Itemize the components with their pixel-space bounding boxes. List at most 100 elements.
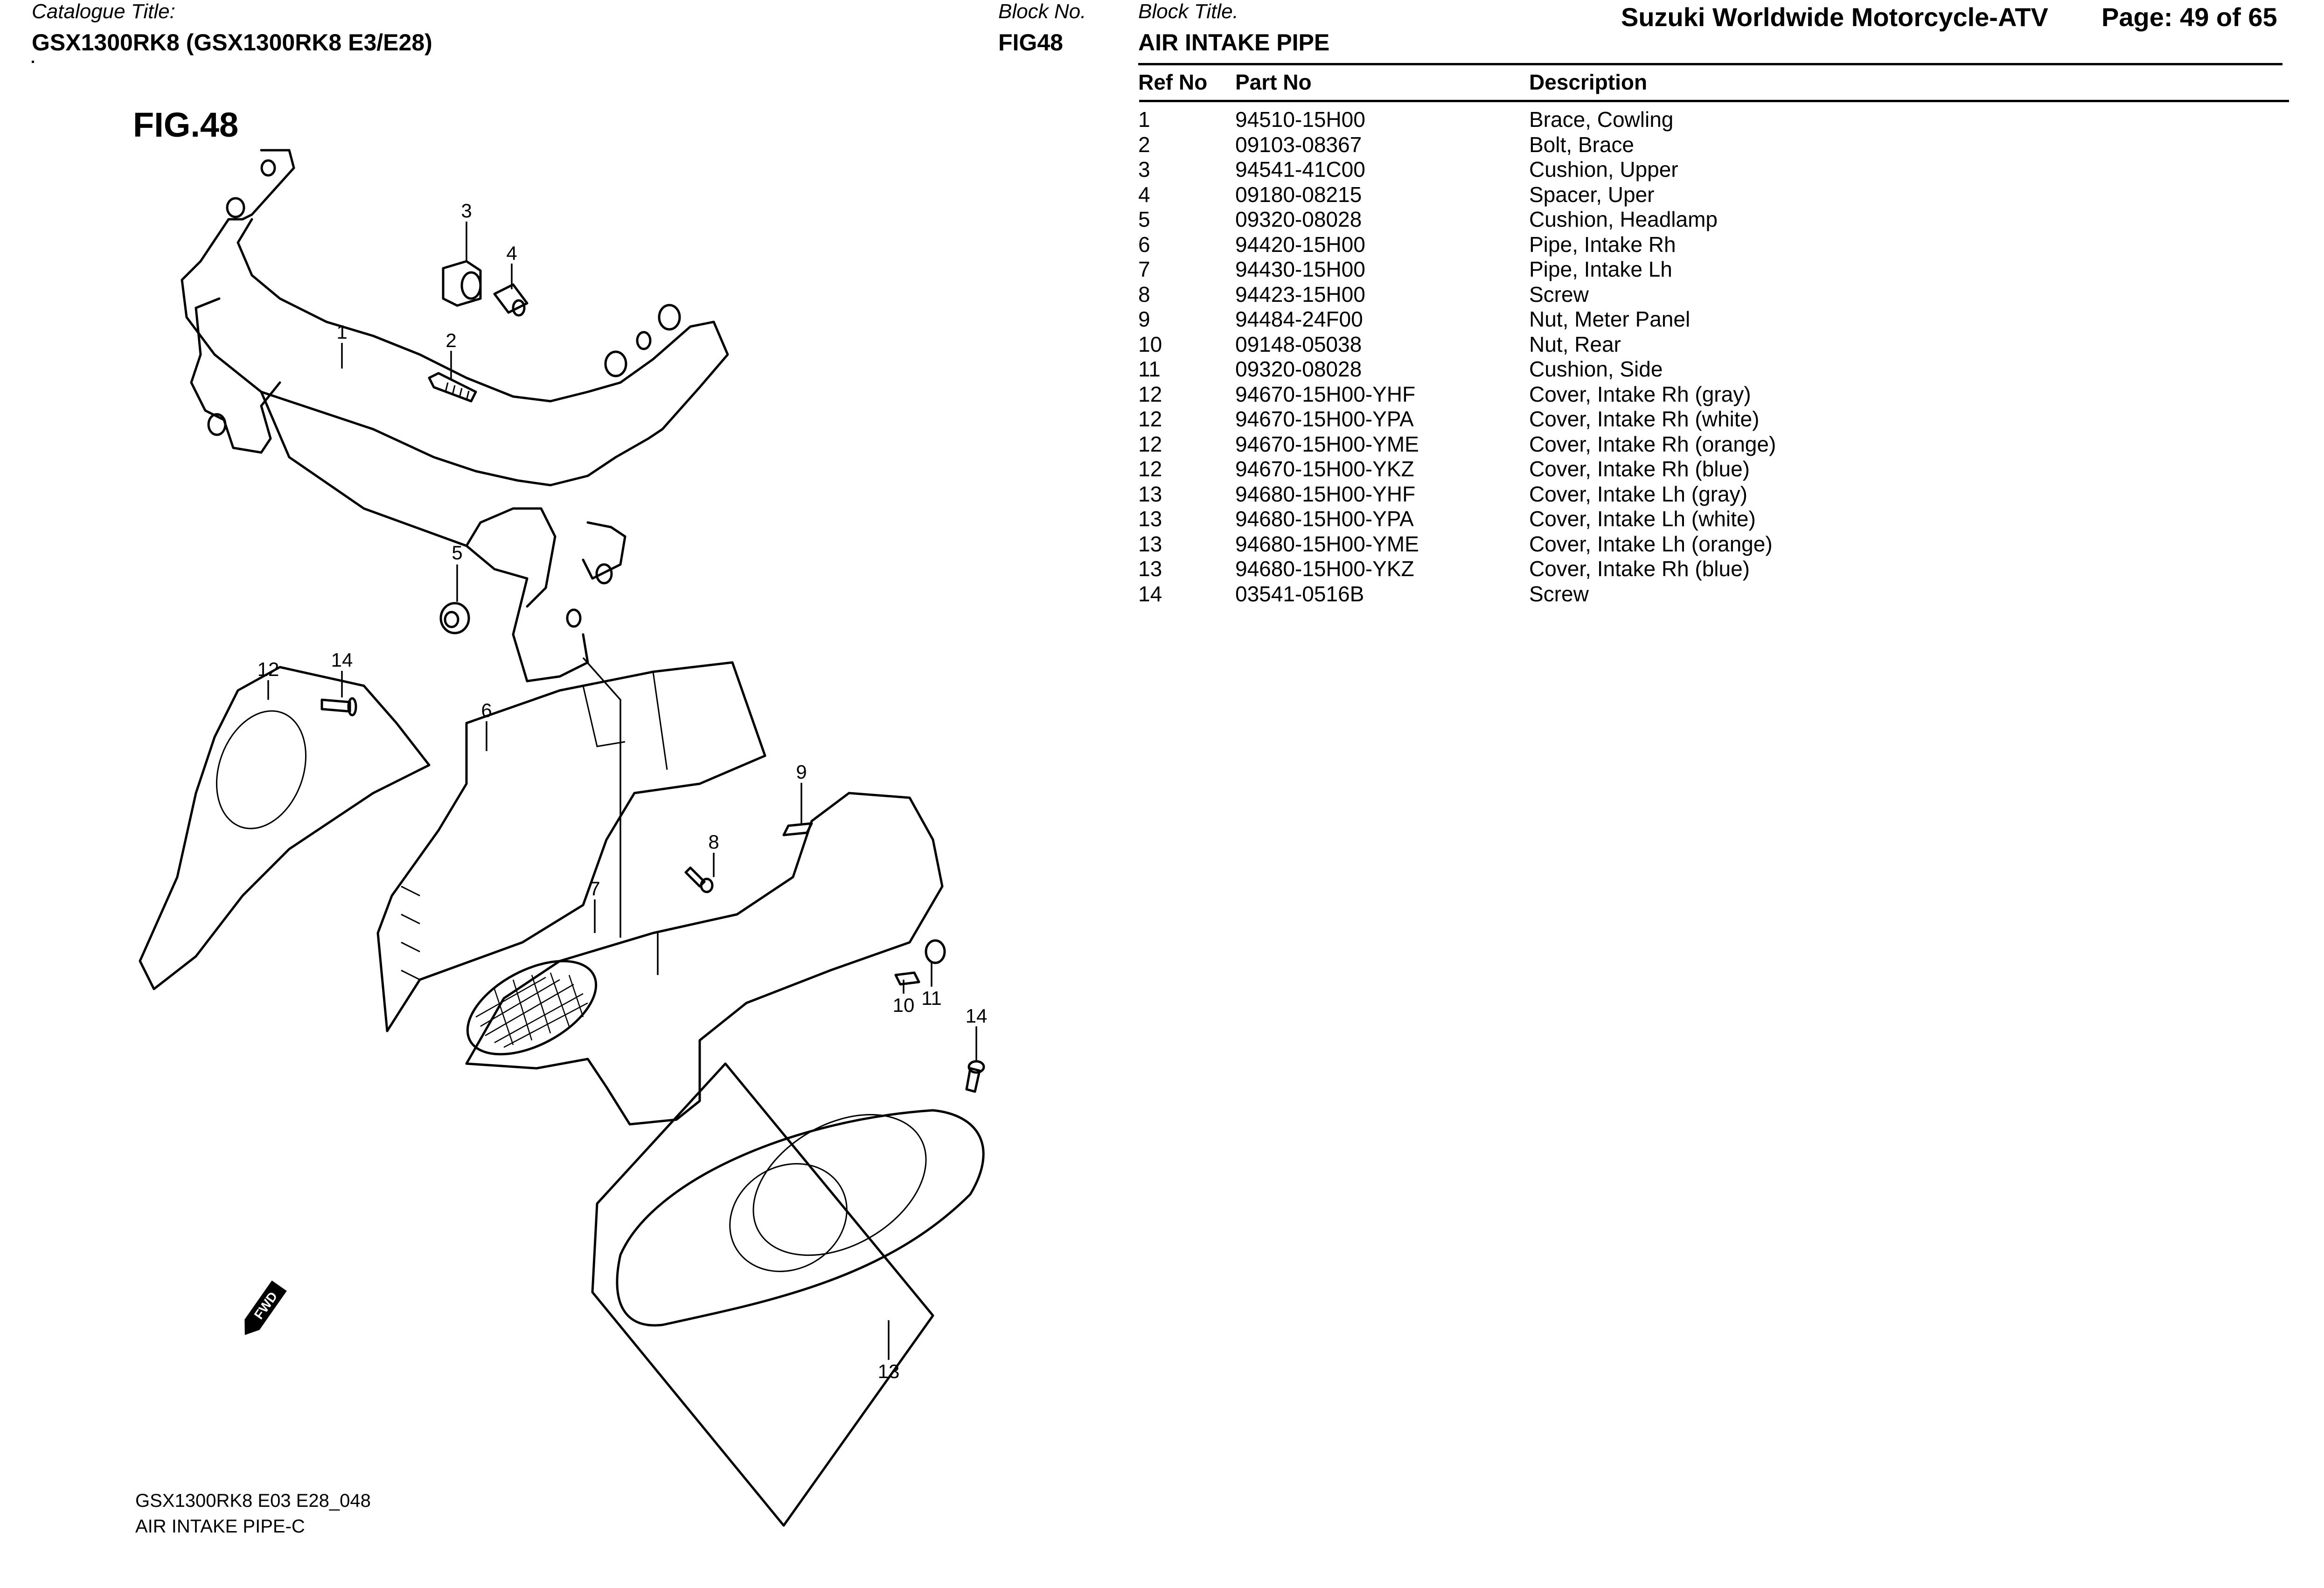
page-indicator: Page: 49 of 65 (2101, 2, 2277, 32)
ref-no-cell: 10 (1138, 332, 1162, 356)
description-cell: Cushion, Upper (1529, 157, 1678, 181)
ref-no-cell: 9 (1138, 307, 1150, 331)
part-no-cell: 03541-0516B (1235, 581, 1364, 606)
callout-8: 8 (708, 831, 719, 853)
part-no-cell: 09180-08215 (1235, 182, 1362, 207)
ref-no-cell: 11 (1138, 357, 1161, 381)
description-cell: Cover, Intake Rh (blue) (1529, 557, 1750, 581)
description-cell: Cushion, Side (1529, 357, 1663, 381)
figure-title: FIG.48 (133, 105, 239, 144)
screw-upper-drawing (320, 697, 357, 717)
cushion-side-drawing (925, 939, 946, 964)
header-rule (1138, 63, 2282, 65)
pipe-intake-rh-drawing (376, 661, 766, 1032)
part-no-cell: 94430-15H00 (1235, 257, 1365, 281)
column-header-description: Description (1529, 70, 1648, 94)
block-title-label: Block Title. (1138, 0, 1239, 23)
exploded-parts-diagram: FWD (139, 149, 985, 1527)
description-cell: Nut, Rear (1529, 332, 1621, 356)
ref-no-cell: 2 (1138, 132, 1150, 157)
column-header-ref-no: Ref No (1138, 70, 1208, 94)
ref-no-cell: 12 (1138, 407, 1162, 431)
part-no-cell: 94680-15H00-YHF (1235, 481, 1416, 506)
callout-13: 13 (877, 1360, 900, 1382)
cover-intake-lh-drawing (591, 1062, 985, 1527)
ref-no-cell: 12 (1138, 457, 1162, 481)
nut-rear-drawing (894, 971, 920, 986)
callout-10: 10 (892, 994, 915, 1016)
block-no: FIG48 (998, 29, 1063, 56)
cover-intake-rh-drawing (139, 666, 431, 990)
ref-no-cell: 13 (1138, 507, 1162, 531)
ref-no-cell: 13 (1138, 531, 1162, 556)
ref-no-cell: 1 (1138, 107, 1150, 132)
pipe-intake-lh-drawing (465, 792, 944, 1126)
spacer-upper-drawing (493, 283, 529, 317)
description-cell: Cover, Intake Rh (orange) (1529, 432, 1776, 456)
ref-no-cell: 12 (1138, 432, 1162, 456)
part-no-cell: 94670-15H00-YKZ (1235, 457, 1414, 481)
callout-2: 2 (445, 329, 457, 351)
description-cell: Spacer, Uper (1529, 182, 1655, 207)
catalogue-title: GSX1300RK8 (GSX1300RK8 E3/E28) (32, 29, 432, 56)
description-cell: Screw (1529, 581, 1589, 606)
callout-11: 11 (921, 987, 942, 1009)
description-cell: Nut, Meter Panel (1529, 307, 1691, 331)
part-no-cell: 94680-15H00-YPA (1235, 507, 1414, 531)
part-no-cell: 09148-05038 (1235, 332, 1362, 356)
ref-no-cell: 13 (1138, 481, 1162, 506)
part-no-cell: 09320-08028 (1235, 357, 1362, 381)
part-no-cell: 94670-15H00-YHF (1235, 382, 1416, 406)
part-no-cell: 94680-15H00-YKZ (1235, 557, 1414, 581)
callout-7: 7 (589, 878, 600, 899)
cushion-upper-drawing (442, 260, 482, 307)
figure-code: GSX1300RK8 E03 E28_048 (135, 1490, 371, 1511)
column-header-part-no: Part No (1235, 70, 1312, 94)
description-cell: Cover, Intake Lh (white) (1529, 507, 1756, 531)
screw-lower-drawing (965, 1060, 985, 1093)
ref-no-cell: 3 (1138, 157, 1150, 181)
description-cell: Pipe, Intake Rh (1529, 232, 1676, 257)
ref-no-cell: 14 (1138, 581, 1162, 606)
part-no-cell: 94670-15H00-YPA (1235, 407, 1414, 431)
part-no-cell: 94541-41C00 (1235, 157, 1365, 181)
part-no-cell: 94420-15H00 (1235, 232, 1365, 257)
callout-5: 5 (452, 542, 463, 564)
ref-no-cell: 7 (1138, 257, 1150, 281)
description-cell: Cushion, Headlamp (1529, 207, 1718, 231)
description-cell: Pipe, Intake Lh (1529, 257, 1672, 281)
callout-6: 6 (481, 699, 492, 721)
part-no-cell: 09320-08028 (1235, 207, 1362, 231)
part-no-cell: 94484-24F00 (1235, 307, 1363, 331)
brace-cowling-drawing (181, 149, 729, 683)
figure-name: AIR INTAKE PIPE-C (135, 1516, 305, 1537)
leader-lines (267, 222, 977, 1360)
callout-14-upper: 14 (331, 649, 353, 671)
block-no-label: Block No. (998, 0, 1086, 23)
callout-4: 4 (506, 242, 517, 264)
ref-no-cell: 5 (1138, 207, 1150, 231)
cushion-headlamp-drawing (439, 602, 470, 634)
bolt-brace-drawing (428, 372, 477, 403)
part-no-cell: 09103-08367 (1235, 132, 1362, 157)
ref-no-cell: 8 (1138, 282, 1150, 306)
block-title: AIR INTAKE PIPE (1138, 29, 1330, 56)
callout-9: 9 (796, 761, 807, 783)
description-cell: Cover, Intake Rh (white) (1529, 407, 1760, 431)
description-cell: Cover, Intake Rh (gray) (1529, 382, 1751, 406)
header-dot (32, 61, 34, 63)
callout-12: 12 (257, 658, 279, 680)
ref-no-cell: 6 (1138, 232, 1150, 257)
description-cell: Cover, Intake Lh (gray) (1529, 481, 1747, 506)
description-cell: Cover, Intake Lh (orange) (1529, 531, 1773, 556)
ref-no-cell: 4 (1138, 182, 1150, 207)
description-cell: Cover, Intake Rh (blue) (1529, 457, 1750, 481)
part-no-cell: 94680-15H00-YME (1235, 531, 1419, 556)
fwd-arrow-icon: FWD (244, 1280, 287, 1335)
callout-1: 1 (336, 321, 348, 343)
table-header-rule (1139, 100, 2289, 102)
callout-3: 3 (461, 200, 472, 222)
publisher-name: Suzuki Worldwide Motorcycle-ATV (1621, 2, 2048, 32)
nut-meter-panel-drawing (782, 822, 813, 836)
ref-no-cell: 13 (1138, 557, 1162, 581)
